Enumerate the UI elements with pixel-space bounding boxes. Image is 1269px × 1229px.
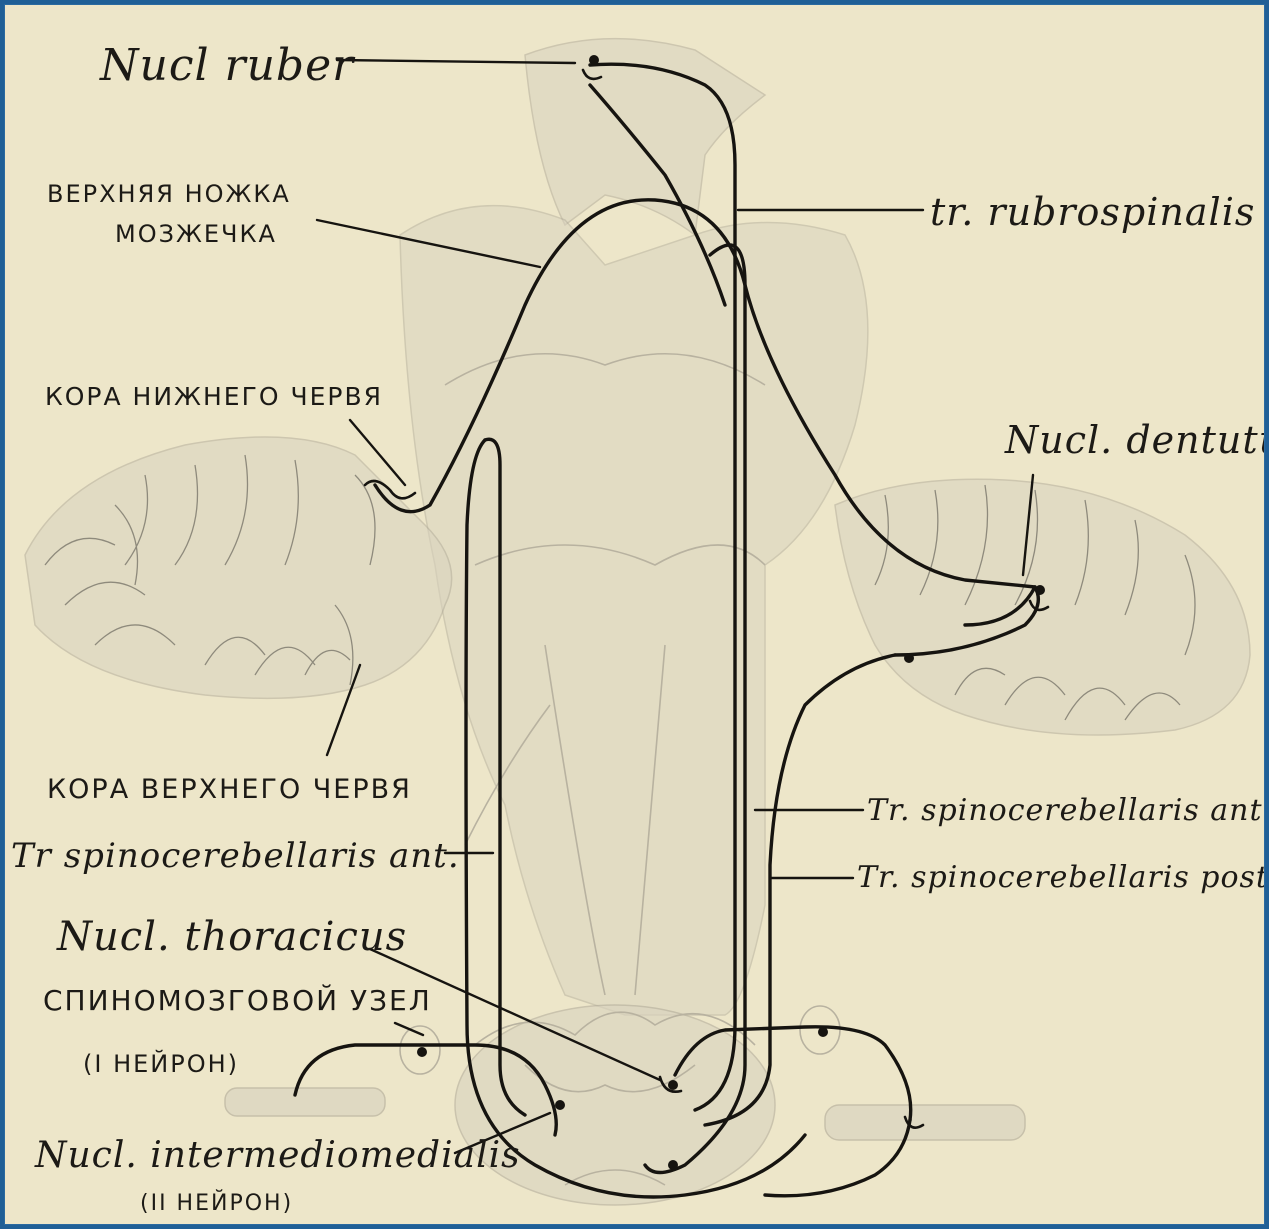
label-kora-verkhnego-chervya: КОРА ВЕРХНЕГО ЧЕРВЯ bbox=[47, 774, 412, 805]
dentate-neuron bbox=[1035, 585, 1045, 595]
label-tr-spinocerebellaris-post: Tr. spinocerebellaris post. bbox=[857, 860, 1265, 895]
nucl-ruber-neuron bbox=[589, 55, 599, 65]
label-verkhnyaya-nozhka-2: МОЗЖЕЧКА bbox=[115, 220, 277, 248]
label-nucl-intermediomedialis-sub: (II НЕЙРОН) bbox=[140, 1190, 293, 1216]
label-spinomozgovoy-uzel-1: СПИНОМОЗГОВОЙ УЗЕЛ bbox=[43, 983, 432, 1017]
thoracic-neuron bbox=[668, 1080, 678, 1090]
label-nucl-ruber: Nucl ruber bbox=[99, 40, 356, 91]
diagram-frame: Nucl ruber ВЕРХНЯЯ НОЖКА МОЗЖЕЧКА tr. ru… bbox=[4, 4, 1265, 1225]
label-kora-nizhnego-chervya: КОРА НИЖНЕГО ЧЕРВЯ bbox=[45, 382, 383, 411]
label-spinomozgovoy-uzel-2: (I НЕЙРОН) bbox=[83, 1049, 239, 1078]
label-verkhnyaya-nozhka-1: ВЕРХНЯЯ НОЖКА bbox=[47, 180, 291, 208]
brainstem-sketch bbox=[400, 39, 868, 1015]
thoracic-neuron-lower bbox=[668, 1160, 678, 1170]
label-nucl-thoracicus: Nucl. thoracicus bbox=[56, 914, 407, 960]
label-nucl-dentatus: Nucl. dentutus bbox=[1004, 418, 1265, 462]
label-nucl-intermediomedialis: Nucl. intermediomedialis bbox=[34, 1135, 521, 1176]
spinal-ganglion-neuron-left bbox=[417, 1047, 427, 1057]
cortex-synapse-right bbox=[904, 653, 914, 663]
spinal-ganglion-neuron-right bbox=[818, 1027, 828, 1037]
label-tr-spinocerebellaris-ant-left: Tr spinocerebellaris ant. bbox=[11, 836, 460, 876]
label-tr-spinocerebellaris-ant-right: Tr. spinocerebellaris ant. bbox=[867, 793, 1265, 828]
right-cerebellar-hemisphere bbox=[835, 479, 1250, 735]
left-cerebellar-hemisphere bbox=[25, 437, 452, 698]
cerebellar-pathways-diagram: Nucl ruber ВЕРХНЯЯ НОЖКА МОЗЖЕЧКА tr. ru… bbox=[5, 5, 1265, 1225]
label-tr-rubrospinalis: tr. rubrospinalis bbox=[930, 190, 1255, 234]
intermediomedial-neuron bbox=[555, 1100, 565, 1110]
